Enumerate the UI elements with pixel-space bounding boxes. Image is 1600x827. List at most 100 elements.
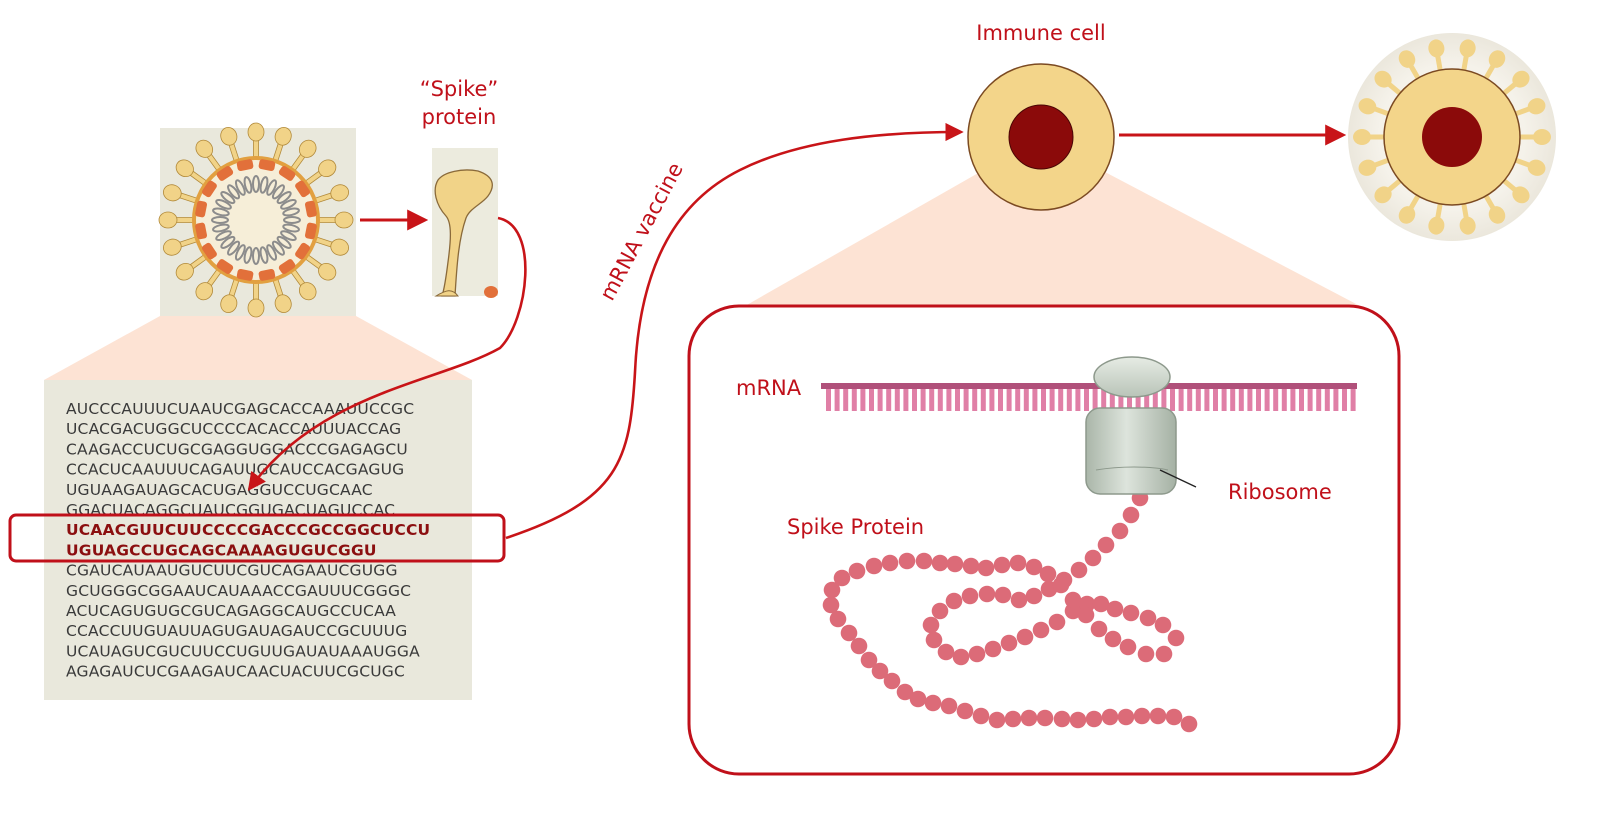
mrna-base [1041, 389, 1046, 411]
rna-coil [243, 176, 253, 194]
cell-surface-spike [1428, 39, 1445, 73]
amino-acid-bead [871, 662, 889, 680]
rna-coil [212, 207, 230, 217]
mrna-base [1109, 389, 1115, 411]
cell-surface-spike [1374, 70, 1404, 97]
coronavirus-icon [158, 122, 356, 318]
amino-acid-bead [962, 557, 980, 575]
amino-acid-bead [1097, 536, 1115, 554]
amino-acid-bead [1119, 638, 1137, 656]
mrna-base [1015, 389, 1021, 411]
rna-coil [259, 246, 269, 264]
mrna-base [1324, 389, 1330, 411]
mrna-base [937, 389, 943, 411]
mrna-base [843, 389, 849, 411]
amino-acid-bead [1133, 707, 1151, 725]
ribosome-icon [1085, 356, 1177, 495]
virus-spike [315, 211, 354, 229]
rna-coil [266, 179, 278, 196]
amino-acid-bead [961, 587, 979, 605]
amino-acid-bead [883, 672, 901, 690]
mrna-base [912, 389, 917, 411]
amino-acid-bead [1064, 591, 1082, 609]
amino-acid-bead [1025, 587, 1043, 605]
envelope-protein [304, 200, 317, 218]
amino-acid-bead [1122, 506, 1140, 524]
rna-coil [259, 176, 269, 194]
sequence-line: CCACUCAAUUUCAGAUUGCAUCCACGAGUG [66, 461, 404, 479]
mrna-base [1273, 389, 1279, 411]
amino-acid-bead [956, 702, 974, 720]
amino-acid-bead [915, 552, 933, 570]
mrna-base [963, 389, 969, 411]
protein-chain-icon [822, 489, 1198, 733]
envelope-protein [201, 180, 217, 198]
cell-surface-spike [1358, 98, 1391, 117]
sequence-line: CAAGACCUCUGCGAGGUGGACCCGAGAGCU [66, 440, 408, 458]
amino-acid-bead [1104, 630, 1122, 648]
amino-acid-bead [1084, 549, 1102, 567]
mrna-base [1170, 389, 1175, 411]
rna-coil [220, 191, 236, 205]
amino-acid-bead [1016, 628, 1034, 646]
mrna-base [1118, 389, 1124, 411]
envelope-protein [258, 159, 276, 172]
rna-coil [252, 247, 260, 265]
mrna-base [1092, 389, 1098, 411]
mrna-base [972, 389, 978, 411]
immune-cell-with-spikes-icon [1348, 33, 1556, 241]
envelope-protein [216, 259, 234, 275]
amino-acid-bead [1139, 609, 1157, 627]
mrna-base [1023, 389, 1029, 411]
sequence-line: CGAUCAUAAUGUCUUCGUCAGAAUCGUGG [66, 562, 398, 580]
amino-acid-bead [1111, 522, 1129, 540]
amino-acid-bead [988, 711, 1006, 729]
immune-cell-icon [967, 63, 1115, 211]
mrna-base [1032, 389, 1038, 411]
sequence-line: UGUAAGAUAGCACUGAGGUCCUGCAAC [66, 481, 373, 499]
mrna-base [1221, 389, 1227, 411]
cell-surface-spike [1513, 98, 1546, 117]
mrna-base [1299, 389, 1304, 411]
rna-coil [211, 216, 229, 224]
amino-acid-bead [1090, 620, 1108, 638]
amino-acid-bead [896, 683, 914, 701]
envelope-protein [304, 222, 317, 240]
cell-surface-spike [1398, 192, 1422, 224]
sequence-line: AUCCCAUUUCUAAUCGAGCACCAAAUUCCGC [66, 400, 414, 418]
amino-acid-bead [1052, 576, 1070, 594]
spike-protein-icon [432, 148, 498, 298]
rna-coil [283, 216, 301, 224]
virus-spike [162, 184, 201, 205]
amino-acid-bead [922, 616, 940, 634]
amino-acid-bead [977, 559, 995, 577]
mrna-base [1144, 389, 1150, 411]
cell-surface-spike [1500, 177, 1530, 204]
envelope-protein [278, 259, 296, 275]
amino-acid-bead [931, 554, 949, 572]
mrna-base [1256, 389, 1261, 411]
mrna-base [1342, 389, 1347, 411]
mrna-base [1333, 389, 1339, 411]
rna-sequence-panel: AUCCCAUUUCUAAUCGAGCACCAAAUUCCGCUCACGACUG… [44, 380, 472, 700]
mrna-base [1161, 389, 1167, 411]
amino-acid-bead [850, 637, 868, 655]
amino-acid-bead [1085, 710, 1103, 728]
mrna-base [1204, 389, 1210, 411]
envelope-protein [278, 165, 296, 181]
sequence-line: UCAUAGUCGUCUUCCUGUUGAUAUAAAUGGA [66, 642, 420, 660]
cell-surface-spike [1459, 201, 1476, 235]
amino-acid-bead [1165, 708, 1183, 726]
mrna-base [1350, 389, 1356, 411]
cell-surface-spike [1500, 70, 1530, 97]
amino-acid-bead [865, 557, 883, 575]
amino-acid-bead [1004, 710, 1022, 728]
virus-spike [158, 211, 197, 229]
amino-acid-bead [898, 552, 916, 570]
rna-coil [276, 235, 292, 249]
amino-acid-bead [925, 631, 943, 649]
rna-coil [215, 230, 232, 242]
mrna-base [955, 389, 960, 411]
amino-acid-bead [1117, 708, 1135, 726]
